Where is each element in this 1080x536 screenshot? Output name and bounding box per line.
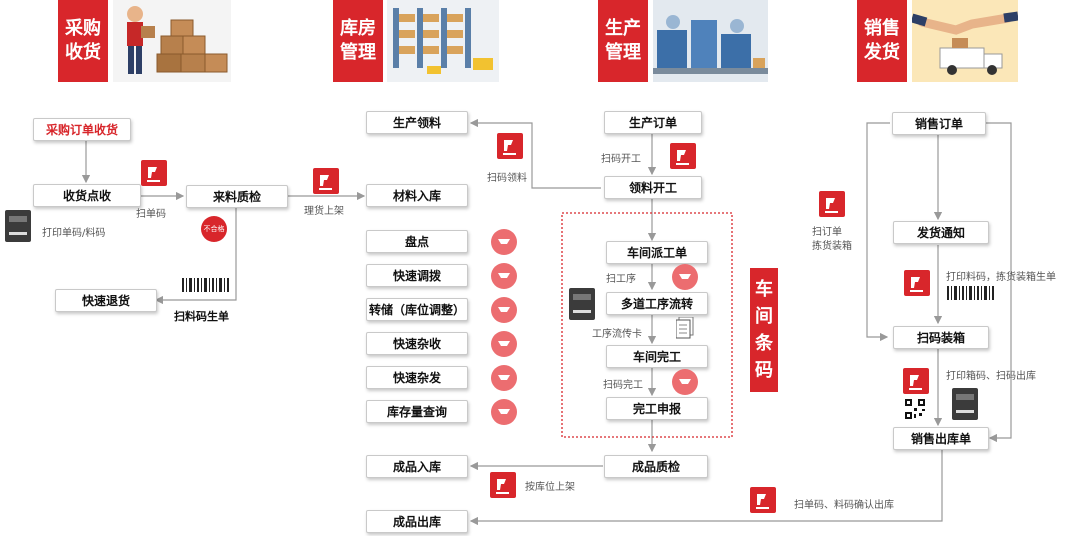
scanner-icon (497, 133, 523, 159)
workshop-dispatch-box[interactable]: 车间派工单 (606, 241, 708, 264)
receive-count-box[interactable]: 收货点收 (33, 184, 141, 207)
scan-order-pack-label: 扫订单 拣货装箱 (812, 227, 852, 252)
op-quick-issue-box[interactable]: 快速杂发 (366, 366, 468, 389)
scanner-circle-icon (672, 264, 698, 290)
multi-process-box[interactable]: 多道工序流转 (606, 292, 708, 315)
print-label: 打印单码/料码 (42, 228, 106, 239)
warehouse-illustration (387, 0, 499, 82)
scanner-circle-icon (491, 229, 517, 255)
sales-out-order-box[interactable]: 销售出库单 (893, 427, 989, 450)
header-sales-title: 销售 发货 (857, 0, 907, 82)
op-stock-query-box[interactable]: 库存量查询 (366, 400, 468, 423)
pick-start-box[interactable]: 领料开工 (604, 176, 702, 199)
op-quick-receipt-box[interactable]: 快速杂收 (366, 332, 468, 355)
production-pick-box[interactable]: 生产领料 (366, 111, 468, 134)
scanner-circle-icon (491, 399, 517, 425)
scanner-icon (313, 168, 339, 194)
finished-out-box[interactable]: 成品出库 (366, 510, 468, 533)
quick-return-box[interactable]: 快速退货 (55, 289, 157, 312)
production-order-box[interactable]: 生产订单 (604, 111, 702, 134)
scan-order-label: 扫单码 (136, 209, 166, 220)
sales-illustration (910, 0, 1019, 82)
scanner-icon (819, 191, 845, 217)
scanner-icon (490, 472, 516, 498)
op-relocate-box[interactable]: 转储（库位调整） (366, 298, 468, 321)
production-illustration (653, 0, 768, 82)
purchase-illustration (113, 0, 231, 82)
scanner-circle-icon (672, 369, 698, 395)
finished-qc-box[interactable]: 成品质检 (604, 455, 708, 478)
reject-badge: 不合格 (201, 216, 227, 242)
barcode-icon (945, 284, 997, 304)
scanner-circle-icon (491, 263, 517, 289)
shelve-label: 理货上架 (304, 206, 344, 217)
scan-pack-box[interactable]: 扫码装箱 (893, 326, 989, 349)
print-pack-label: 打印料码，拣货装箱生单 (946, 272, 1056, 283)
workshop-barcode-title: 车间条码 (750, 268, 778, 392)
header-purchase-title: 采购 收货 (58, 0, 108, 82)
scanner-circle-icon (491, 365, 517, 391)
scanner-circle-icon (491, 297, 517, 323)
scanner-icon (750, 487, 776, 513)
barcode-icon (180, 276, 232, 296)
scan-done-label: 扫码完工 (603, 380, 643, 391)
scanner-icon (904, 270, 930, 296)
done-report-box[interactable]: 完工申报 (606, 397, 708, 420)
label-printer-icon (567, 286, 597, 322)
scan-pick-label: 扫码领料 (487, 173, 527, 184)
ship-notice-box[interactable]: 发货通知 (893, 221, 989, 244)
sales-order-box[interactable]: 销售订单 (892, 112, 986, 135)
label-printer-icon (950, 386, 980, 422)
header-production-title: 生产 管理 (598, 0, 648, 82)
incoming-inspect-box[interactable]: 来料质检 (186, 185, 288, 208)
location-shelve-label: 按库位上架 (525, 482, 575, 493)
scan-generate-label: 扫料码生单 (174, 310, 229, 323)
process-card-label: 工序流传卡 (592, 329, 642, 340)
scanner-icon (141, 160, 167, 186)
material-in-box[interactable]: 材料入库 (366, 184, 468, 207)
confirm-out-label: 扫单码、料码确认出库 (794, 500, 894, 511)
op-stocktake-box[interactable]: 盘点 (366, 230, 468, 253)
scanner-icon (670, 143, 696, 169)
document-icon (675, 316, 694, 339)
header-warehouse-title: 库房 管理 (333, 0, 383, 82)
scan-start-label: 扫码开工 (601, 154, 641, 165)
purchase-order-receive-box[interactable]: 采购订单收货 (33, 118, 131, 141)
qr-code-icon (904, 398, 926, 420)
workshop-done-box[interactable]: 车间完工 (606, 345, 708, 368)
finished-in-box[interactable]: 成品入库 (366, 455, 468, 478)
op-quick-transfer-box[interactable]: 快速调拨 (366, 264, 468, 287)
scanner-circle-icon (491, 331, 517, 357)
scan-process-label: 扫工序 (606, 274, 636, 285)
label-printer-icon (3, 208, 33, 244)
print-box-label: 打印箱码、扫码出库 (946, 371, 1036, 382)
scanner-icon (903, 368, 929, 394)
